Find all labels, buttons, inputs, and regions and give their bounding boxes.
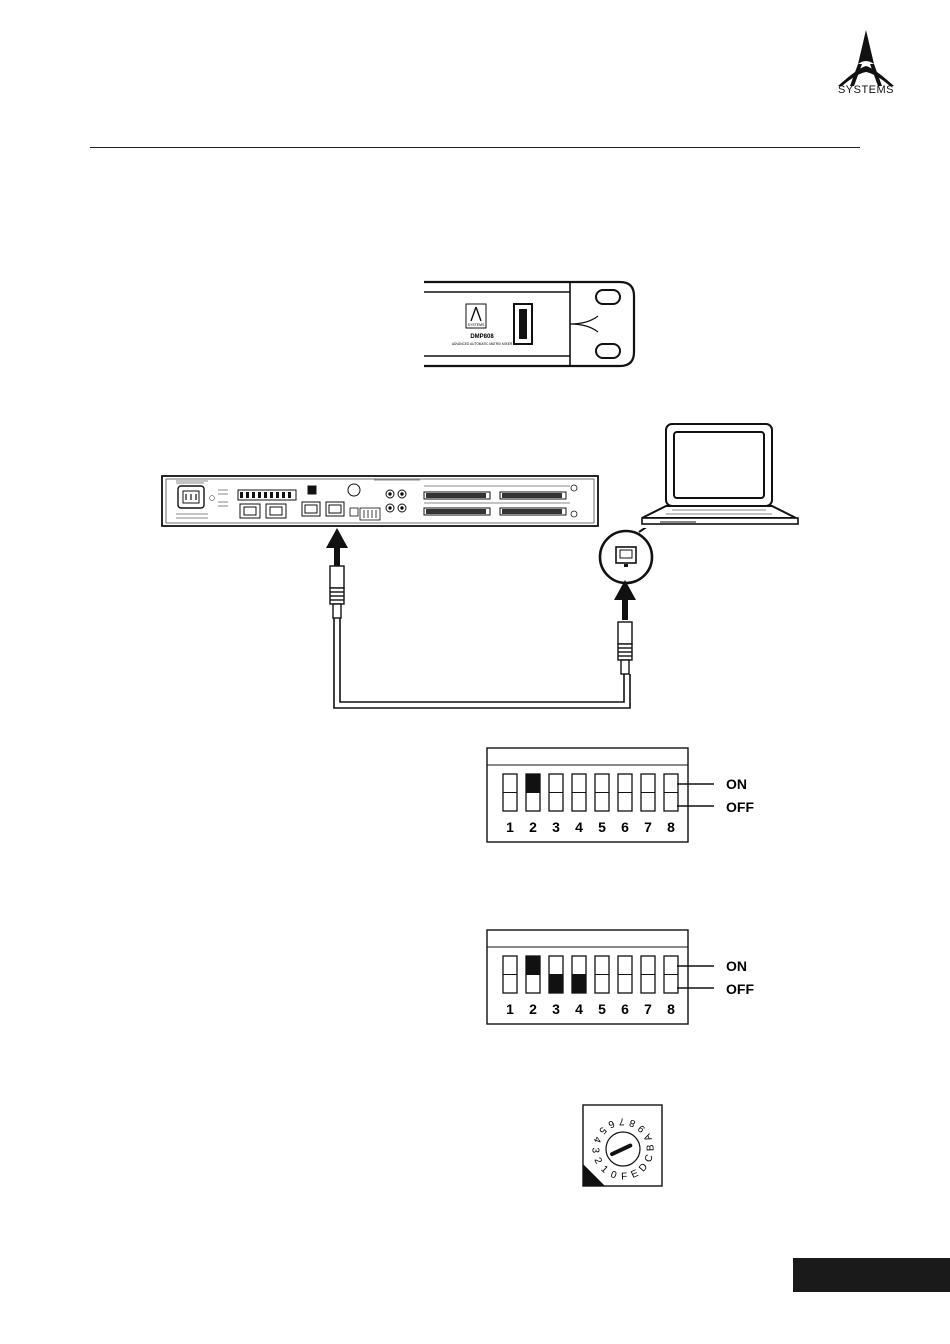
rj45-ports-network bbox=[302, 486, 344, 516]
rj45-plug-left bbox=[330, 566, 344, 618]
arrow-up-left bbox=[326, 528, 348, 566]
dip-number-label: 7 bbox=[644, 1001, 652, 1017]
dip-switch-1 bbox=[503, 956, 517, 993]
off-label: OFF bbox=[726, 981, 754, 997]
dip-switch-1 bbox=[503, 774, 517, 811]
dip-number-label: 4 bbox=[575, 1001, 583, 1017]
on-label: ON bbox=[726, 958, 747, 974]
dip-switch-2 bbox=[526, 956, 540, 993]
rack-ear-slot-top bbox=[596, 290, 620, 304]
dip-number-label: 6 bbox=[621, 1001, 629, 1017]
dip-number-label: 2 bbox=[529, 1001, 537, 1017]
off-label: OFF bbox=[726, 799, 754, 815]
dip-switch-2 bbox=[526, 774, 540, 811]
dip-number-label: 1 bbox=[506, 1001, 514, 1017]
dip-number-label: 7 bbox=[644, 819, 652, 835]
dip-switch-3 bbox=[549, 956, 563, 993]
dip-switch-5 bbox=[595, 774, 609, 811]
dip-switch-6 bbox=[618, 774, 632, 811]
dip-switch-4 bbox=[572, 956, 586, 993]
euroblock-inputs-5-8 bbox=[500, 492, 566, 515]
control-terminal-block bbox=[238, 490, 296, 500]
dip-switch-7 bbox=[641, 956, 655, 993]
dip-switch-7 bbox=[641, 774, 655, 811]
rotary-position-label: F bbox=[621, 1171, 628, 1182]
dip-number-label: 3 bbox=[552, 1001, 560, 1017]
dip-switch-5 bbox=[595, 956, 609, 993]
dip-switch-4 bbox=[572, 774, 586, 811]
dip-number-label: 3 bbox=[552, 819, 560, 835]
rj45-plug-right bbox=[618, 622, 632, 674]
euroblock-inputs-1-4 bbox=[424, 492, 490, 515]
brand-logo-text: SYSTEMS bbox=[828, 84, 904, 96]
dip-number-label: 8 bbox=[667, 819, 675, 835]
power-inlet bbox=[178, 486, 204, 508]
page-number-tab bbox=[793, 1258, 950, 1292]
dip-switch-8 bbox=[664, 956, 678, 993]
rotary-position-label: B bbox=[645, 1144, 656, 1151]
dip-number-label: 5 bbox=[598, 819, 606, 835]
rack-ear-slot-bottom bbox=[596, 344, 620, 358]
model-name: DMP808 bbox=[470, 334, 494, 340]
dip-switch-8 bbox=[664, 774, 678, 811]
rj45-ports-left bbox=[240, 504, 286, 518]
on-label: ON bbox=[726, 776, 747, 792]
dip-number-label: 6 bbox=[621, 819, 629, 835]
dip-switch-6 bbox=[618, 956, 632, 993]
dip-number-label: 4 bbox=[575, 819, 583, 835]
certification-mark bbox=[348, 484, 360, 496]
laptop-computer bbox=[636, 420, 804, 530]
dip-number-label: 5 bbox=[598, 1001, 606, 1017]
device-front-panel: SYSTEMS DMP808 ADVANCED AUTOMATIC MATRIX… bbox=[420, 276, 640, 376]
model-subtitle: ADVANCED AUTOMATIC MATRIX MIXER bbox=[452, 342, 513, 346]
rotary-position-label: 7 bbox=[618, 1115, 624, 1126]
rca-jacks bbox=[386, 490, 406, 512]
header-divider bbox=[90, 147, 860, 148]
dip-switch-3 bbox=[549, 774, 563, 811]
dip-number-label: 2 bbox=[529, 819, 537, 835]
dip-number-label: 1 bbox=[506, 819, 514, 835]
arrow-up-right bbox=[614, 580, 636, 620]
ethernet-cable bbox=[300, 520, 660, 720]
dip-number-label: 8 bbox=[667, 1001, 675, 1017]
front-logo-text: SYSTEMS bbox=[468, 323, 485, 327]
rotary-position-label: 3 bbox=[589, 1147, 600, 1153]
rotary-and-dip bbox=[350, 508, 380, 520]
